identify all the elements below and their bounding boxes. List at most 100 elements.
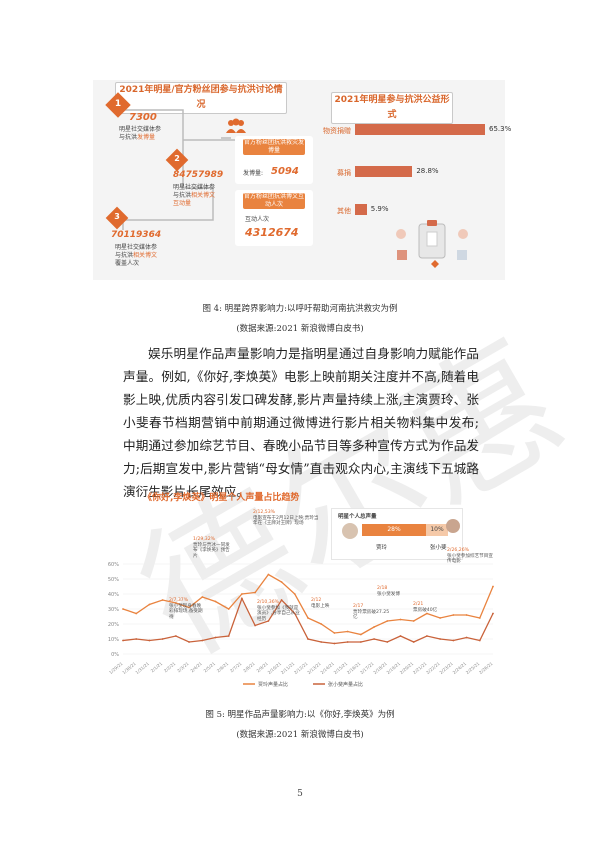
data-point	[254, 624, 257, 627]
data-point	[227, 608, 230, 610]
data-point	[359, 633, 362, 636]
data-point	[135, 638, 138, 640]
data-point	[320, 641, 323, 643]
line-chart-svg: 0%10%20%30%40%50%60%1/29/211/30/211/31/2…	[108, 562, 494, 688]
data-point	[267, 620, 270, 622]
data-point	[399, 618, 402, 621]
data-point	[439, 617, 442, 619]
x-tick-label: 2/5/21	[203, 661, 217, 674]
data-point	[254, 591, 257, 594]
x-tick-label: 2/7/21	[229, 661, 243, 674]
y-tick-label: 20%	[108, 622, 119, 628]
x-tick-label: 2/8/21	[242, 661, 256, 674]
inset-bar-2: 10%	[426, 524, 448, 536]
item-3-value: 70119364	[111, 230, 162, 240]
avatar-1	[342, 523, 358, 539]
y-tick-label: 10%	[108, 637, 119, 643]
bar-2	[355, 166, 413, 177]
annotation-2: 2/12,53%电影宣布于2月12日上映;贾玲当年在《王牌对王牌》现场	[253, 510, 319, 526]
item-2-value: 84757989	[173, 170, 224, 180]
bar-1	[355, 124, 485, 135]
x-tick-label: 2/1/21	[150, 661, 164, 674]
data-point	[188, 606, 190, 609]
medical-illustration	[396, 220, 468, 268]
data-point	[465, 636, 468, 639]
data-point	[122, 639, 124, 642]
inset-name-1: 贾玲	[376, 545, 388, 551]
data-point	[293, 593, 296, 595]
y-tick-label: 60%	[108, 562, 119, 568]
annotation-4: 2/10,36%张小斐参加《我就是演员》,分享自己从业经历	[257, 600, 300, 622]
data-point	[214, 636, 217, 639]
y-tick-label: 50%	[108, 577, 119, 583]
data-point	[122, 608, 124, 610]
fan-box-1-value: 5094	[271, 166, 299, 177]
people-icon	[226, 118, 246, 133]
figure-5-chart: 《你好,李焕英》明星个人声量占比趋势 明星个人总声量 28% 10% 贾玲 张小…	[93, 486, 505, 698]
data-point	[359, 641, 362, 643]
page-number: 5	[297, 789, 303, 799]
bar-2-value: 28.8%	[416, 167, 439, 175]
x-tick-label: 2/3/21	[176, 661, 190, 674]
y-tick-label: 30%	[108, 607, 119, 613]
data-point	[346, 630, 349, 633]
data-point	[161, 599, 164, 601]
data-point	[439, 638, 442, 640]
data-point	[201, 639, 204, 642]
bar-label-2: 募捐	[337, 169, 351, 177]
bar-label-3: 其他	[337, 207, 351, 215]
item-1-index: 1	[114, 99, 122, 109]
item-3-index: 3	[114, 212, 120, 221]
data-point	[214, 600, 217, 603]
data-point	[478, 617, 481, 619]
item-2-label: 明星社交媒体参与抗洪相关博文互动量	[173, 184, 216, 207]
data-point	[492, 585, 494, 588]
bar-3-value: 5.9%	[370, 205, 389, 213]
fan-box-2-value: 4312674	[245, 226, 299, 239]
data-point	[267, 573, 270, 576]
data-point	[478, 639, 481, 642]
data-point	[293, 612, 296, 615]
data-point	[280, 599, 283, 601]
bar-label-1: 物资捐赠	[323, 127, 351, 135]
data-point	[135, 612, 138, 615]
figure-5-source: (数据来源:2021 新浪微博白皮书)	[236, 730, 364, 740]
y-tick-label: 40%	[108, 592, 119, 598]
x-tick-label: 2/6/21	[216, 661, 230, 674]
data-point	[426, 612, 428, 615]
fan-box-1: 官方粉丝团抗洪救灾发博量 发博量: 5094	[235, 136, 313, 184]
item-1-value: 7300	[129, 112, 157, 123]
x-tick-label: 2/4/21	[189, 661, 203, 674]
data-point	[373, 638, 375, 640]
inset-total-voice: 明星个人总声量 28% 10% 贾玲 张小斐	[331, 508, 463, 560]
right-panel-title: 2021年明星参与抗洪公益形式	[331, 92, 453, 124]
data-point	[426, 635, 428, 637]
data-point	[399, 635, 402, 637]
data-point	[320, 623, 323, 625]
x-tick-label: 1/31/21	[134, 661, 150, 675]
data-point	[333, 642, 336, 645]
x-tick-label: 2/26/21	[478, 661, 494, 675]
left-panel-title: 2021年明星/官方粉丝团参与抗洪讨论情况	[115, 82, 287, 114]
data-point	[386, 641, 389, 643]
data-point	[465, 614, 468, 616]
avatar-2	[446, 519, 460, 533]
data-point	[373, 626, 375, 628]
fan-box-2-label: 互动人次	[245, 216, 270, 223]
figure-5-caption: 图 5: 明星作品声量影响力:以《你好,李焕英》为例	[205, 710, 395, 720]
data-point	[201, 596, 204, 598]
annotation-3: 2/7,37%张小斐现身春晚彩排现场,备受期待	[169, 598, 203, 620]
data-point	[412, 620, 415, 622]
item-1-label: 明星社交媒体参与抗洪发博量	[119, 126, 162, 141]
item-2-index: 2	[174, 154, 180, 163]
bar-3	[355, 204, 367, 215]
bar-1-value: 65.3%	[489, 125, 512, 133]
figure-4-image: 2021年明星/官方粉丝团参与抗洪讨论情况 2021年明星参与抗洪公益形式 1 …	[93, 80, 511, 280]
data-point	[412, 641, 415, 643]
annotation-9: 2/26,26%张小斐参加综艺节目宣传电影	[447, 548, 493, 564]
data-point	[161, 638, 164, 640]
legend-label-2: 张小斐声量占比	[328, 681, 363, 688]
